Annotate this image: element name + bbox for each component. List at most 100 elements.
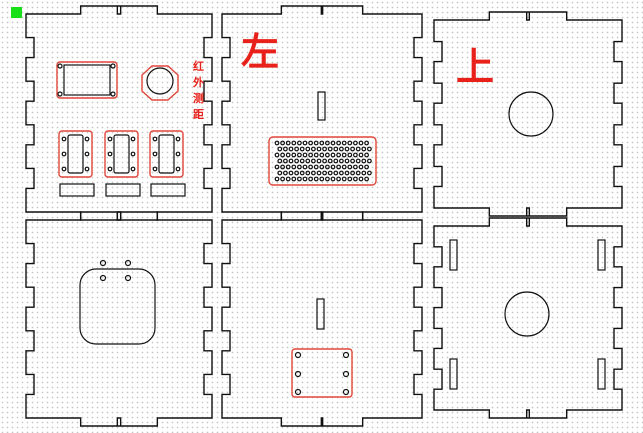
center-slot <box>317 91 326 121</box>
grille-hole <box>364 152 370 158</box>
grille-hole <box>316 158 322 164</box>
grille-hole <box>283 158 288 164</box>
foot-slot <box>597 239 606 271</box>
grille-hole <box>305 170 311 176</box>
grille-hole <box>325 152 330 158</box>
screw-hole <box>152 166 158 172</box>
grille-hole <box>361 146 367 152</box>
grille-hole <box>305 158 311 164</box>
grille-hole <box>274 152 280 158</box>
screw-hole <box>107 151 113 157</box>
grille-hole <box>333 146 339 152</box>
grille-hole <box>305 146 311 152</box>
grille-hole <box>313 152 319 158</box>
board-hole <box>294 351 302 359</box>
grille-hole <box>299 146 305 152</box>
grille-hole <box>319 176 325 182</box>
foot-slot <box>597 358 606 390</box>
grille-hole <box>355 146 361 152</box>
board-hole <box>342 388 350 396</box>
vertical-char: 红 <box>193 59 204 73</box>
rounded-opening <box>79 268 156 345</box>
grille-hole <box>280 164 286 170</box>
grille-hole <box>280 176 286 182</box>
grille-hole <box>325 140 330 146</box>
grille-hole <box>294 170 300 176</box>
top-panel-label: 上 <box>456 44 494 89</box>
grille-hole <box>339 170 344 176</box>
panel-top <box>433 11 623 217</box>
panel-right <box>221 211 423 427</box>
grille-hole <box>355 170 361 176</box>
grille-hole <box>308 164 314 170</box>
mount-hole <box>99 259 107 267</box>
grille-hole <box>333 170 339 176</box>
mount-hole <box>99 274 107 282</box>
grille-hole <box>341 152 347 158</box>
panel-left <box>221 5 423 221</box>
grille-hole <box>297 140 302 146</box>
panel-back <box>25 211 213 427</box>
buzzer-mount-outline <box>141 65 179 101</box>
grille-hole <box>283 170 288 176</box>
grille-hole <box>347 140 353 146</box>
grille-hole <box>344 158 350 164</box>
screw-hole <box>175 136 181 142</box>
screw-hole <box>107 136 113 142</box>
grille-hole <box>361 170 367 176</box>
panel-front <box>25 5 213 221</box>
foot-slot <box>449 239 458 271</box>
board-mount-outline <box>291 348 353 398</box>
grille-hole <box>288 158 294 164</box>
grille-hole <box>285 176 291 182</box>
screw-hole <box>130 166 136 172</box>
grille-hole <box>297 152 302 158</box>
sensor-mount-outline <box>58 130 93 178</box>
grille-hole <box>277 146 283 152</box>
grille-hole <box>280 152 286 158</box>
grille-hole <box>325 164 330 170</box>
vertical-char: 距 <box>193 108 204 121</box>
grille-hole <box>319 164 325 170</box>
mount-hole <box>124 274 132 282</box>
grille-hole <box>347 164 353 170</box>
vertical-char: 测 <box>193 91 204 105</box>
grille-hole <box>358 140 364 146</box>
sensor-mount-outline <box>104 130 139 178</box>
grille-hole <box>330 140 336 146</box>
grille-hole <box>344 170 350 176</box>
grille-hole <box>299 170 305 176</box>
sensor-mount-outline <box>149 130 184 178</box>
screw-hole <box>152 136 158 142</box>
board-hole <box>342 351 350 359</box>
grille-hole <box>364 164 370 170</box>
screw-hole <box>84 166 90 172</box>
grille-hole <box>302 176 308 182</box>
grille-hole <box>285 140 291 146</box>
grille-hole <box>333 158 339 164</box>
grille-hole <box>313 140 319 146</box>
grille-hole <box>344 146 350 152</box>
grille-hole <box>297 176 302 182</box>
wire-slot <box>105 183 141 197</box>
grille-hole <box>330 164 336 170</box>
grille-hole <box>294 146 300 152</box>
wire-slot <box>150 183 186 197</box>
grille-hole <box>330 152 336 158</box>
grille-hole <box>350 170 356 176</box>
grille-hole <box>358 152 364 158</box>
speaker-mount-outline <box>268 136 377 186</box>
grille-hole <box>311 158 316 164</box>
sensor-window <box>113 134 130 174</box>
vertical-char: 外 <box>192 75 204 89</box>
screw-hole <box>57 63 63 69</box>
grille-hole <box>311 170 316 176</box>
grille-hole <box>294 158 300 164</box>
grille-hole <box>291 164 297 170</box>
grille-hole <box>308 140 314 146</box>
grille-hole <box>339 146 344 152</box>
grille-hole <box>291 140 297 146</box>
buzzer-hole <box>146 67 174 95</box>
grille-hole <box>308 176 314 182</box>
grille-hole <box>302 164 308 170</box>
